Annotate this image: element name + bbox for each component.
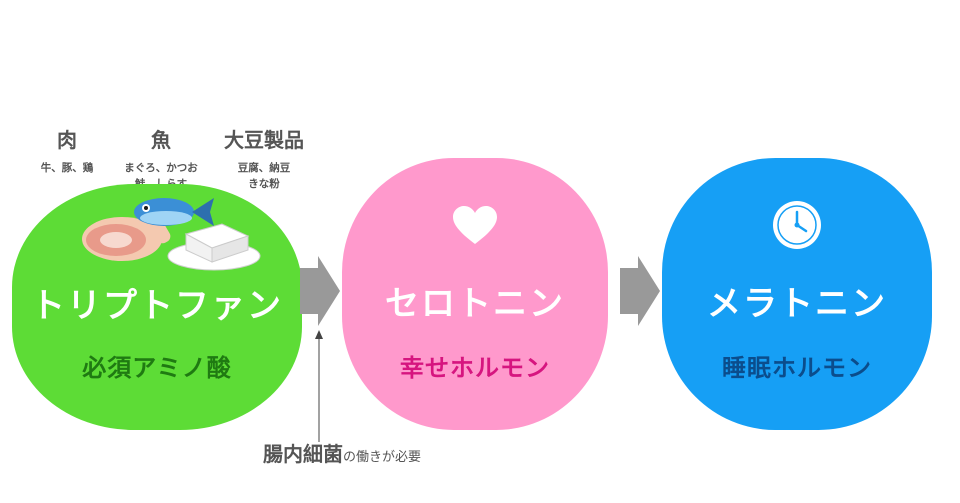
node-tryptophan: トリプトファン 必須アミノ酸 (12, 184, 302, 430)
arrow-right-icon (300, 256, 340, 326)
node-title: メラトニン (707, 284, 887, 324)
food-examples: 牛、豚、鶏 (40, 162, 94, 174)
food-label-meat: 肉 牛、豚、鶏 (30, 128, 104, 176)
food-label-soy: 大豆製品 豆腐、納豆 きな粉 (214, 128, 314, 192)
tofu-icon (184, 223, 250, 263)
arrow-right-icon (620, 256, 660, 326)
note-pointer-arrow (315, 330, 323, 442)
heart-icon (453, 206, 497, 244)
food-label-fish: 魚 まぐろ、かつお 鮭、しらす (108, 128, 214, 192)
node-title: セロトニン (385, 284, 565, 324)
fish-icon (134, 198, 214, 226)
food-name: 魚 (151, 128, 171, 152)
gut-bacteria-note: 腸内細菌の働きが必要 (263, 438, 421, 467)
node-serotonin: セロトニン 幸せホルモン (342, 158, 608, 430)
food-illustration (82, 198, 261, 271)
node-melatonin: メラトニン 睡眠ホルモン (662, 158, 932, 430)
ham-icon (82, 214, 171, 261)
node-subtitle: 睡眠ホルモン (722, 354, 872, 382)
note-main: 腸内細菌 (263, 442, 343, 466)
node-subtitle: 必須アミノ酸 (82, 354, 232, 382)
note-rest: の働きが必要 (343, 450, 422, 465)
clock-icon (773, 201, 821, 249)
food-name: 肉 (57, 128, 77, 152)
node-title: トリプトファン (31, 286, 283, 326)
node-subtitle: 幸せホルモン (400, 354, 550, 382)
food-name: 大豆製品 (224, 128, 304, 152)
food-examples: 豆腐、納豆 きな粉 (237, 162, 291, 190)
